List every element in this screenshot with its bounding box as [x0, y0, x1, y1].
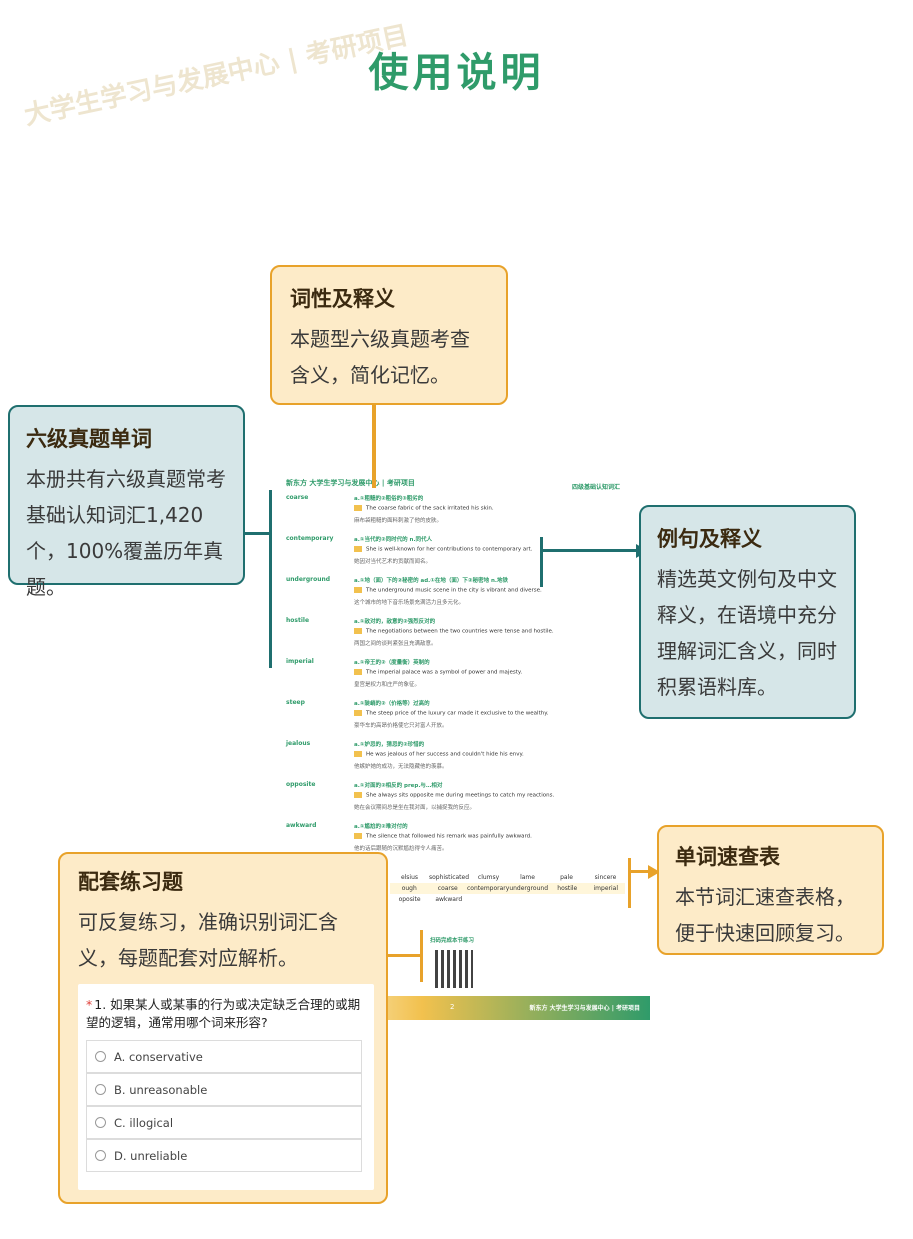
entry-translation: 麻布袋粗糙的面料刺激了他的皮肤。 — [354, 518, 443, 524]
entry-word: hostile — [286, 617, 310, 624]
callout-table: 单词速查表 本节词汇速查表格，便于快速回顾复习。 — [657, 825, 884, 955]
callout-heading: 六级真题单词 — [26, 427, 152, 451]
doc-header-right: 四级基础认知词汇 — [571, 484, 620, 491]
entry-translation: 这个城市的地下音乐场景充满活力且多元化。 — [354, 600, 465, 606]
quiz-option[interactable]: C. illogical — [86, 1106, 362, 1139]
radio-icon[interactable] — [95, 1084, 106, 1095]
entry-example: The coarse fabric of the sack irritated … — [354, 505, 494, 512]
callout-pos: 词性及释义 本题型六级真题考查含义，简化记忆。 — [270, 265, 508, 405]
entry-word: imperial — [286, 658, 314, 665]
example-tag-icon — [354, 546, 362, 552]
example-tag-icon — [354, 669, 362, 675]
bracket-table — [628, 858, 631, 908]
connector-pos — [372, 400, 376, 488]
entry-word: contemporary — [286, 535, 334, 542]
quiz-option[interactable]: B. unreasonable — [86, 1073, 362, 1106]
callout-words: 六级真题单词 本册共有六级真题常考基础认知词汇1,420个，100%覆盖历年真题… — [8, 405, 245, 599]
example-tag-icon — [354, 710, 362, 716]
entry-meaning: a.①妒忌的，猜忌的②珍惜的 — [354, 742, 425, 748]
entry-example: The silence that followed his remark was… — [354, 833, 532, 840]
qr-label: 扫码完成本节练习 — [430, 938, 475, 944]
page-number: 2 — [450, 1003, 455, 1011]
entry-word: coarse — [286, 494, 309, 501]
callout-text: 本题型六级真题考查含义，简化记忆。 — [290, 327, 470, 387]
entry-meaning: a.①粗糙的②粗俗的③粗劣的 — [354, 496, 424, 502]
entry-meaning: a.①陡峭的②（价格等）过高的 — [354, 701, 430, 707]
callout-heading: 配套练习题 — [78, 870, 183, 894]
callout-text: 可反复练习，准确识别词汇含义，每题配套对应解析。 — [78, 910, 338, 970]
quiz-option[interactable]: D. unreliable — [86, 1139, 362, 1172]
quiz-card: *1. 如果某人或某事的行为或决定缺乏合理的或期望的逻辑，通常用哪个词来形容? … — [78, 984, 374, 1190]
entry-meaning: a.①对面的②相反的 prep.与…相对 — [354, 783, 443, 789]
entry-translation: 他嫉妒她的成功，无法隐藏他的羡慕。 — [354, 764, 448, 770]
example-tag-icon — [354, 628, 362, 634]
callout-text: 本册共有六级真题常考基础认知词汇1,420个，100%覆盖历年真题。 — [26, 467, 226, 599]
callout-examples: 例句及释义 精选英文例句及中文释义，在语境中充分理解词汇含义，同时积累语料库。 — [639, 505, 856, 719]
entry-translation: 她在会议期间总是坐在我对面，以捕捉我的反应。 — [354, 805, 476, 811]
entry-example: She always sits opposite me during meeti… — [354, 792, 554, 799]
callout-heading: 例句及释义 — [657, 527, 762, 551]
entry-translation: 皇宫是权力和庄严的象征。 — [354, 682, 421, 688]
callout-heading: 单词速查表 — [675, 845, 780, 869]
connector-table — [628, 870, 656, 873]
footer-brand: 新东方 大学生学习与发展中心 | 考研项目 — [529, 1005, 640, 1012]
entry-word: awkward — [286, 822, 317, 829]
entry-example: The imperial palace was a symbol of powe… — [354, 669, 522, 676]
callout-text: 本节词汇速查表格，便于快速回顾复习。 — [675, 885, 855, 945]
callout-practice: 配套练习题 可反复练习，准确识别词汇含义，每题配套对应解析。 *1. 如果某人或… — [58, 852, 388, 1204]
entry-example: She is well-known for her contributions … — [354, 546, 532, 553]
example-tag-icon — [354, 505, 362, 511]
example-tag-icon — [354, 751, 362, 757]
entry-word: jealous — [286, 740, 311, 747]
radio-icon[interactable] — [95, 1051, 106, 1062]
entry-translation: 豪华车的高昂价格使它只对富人开放。 — [354, 723, 448, 729]
entry-meaning: a.①地（面）下的②秘密的 ad.①在地（面）下②秘密地 n.地铁 — [354, 578, 509, 584]
entry-meaning: a.①尴尬的②难对付的 — [354, 824, 408, 830]
entry-word: steep — [286, 699, 305, 706]
callout-text: 精选英文例句及中文释义，在语境中充分理解词汇含义，同时积累语料库。 — [657, 567, 837, 699]
page-title: 使用说明 — [368, 50, 545, 96]
doc-brand: 新东方 大学生学习与发展中心 | 考研项目 — [286, 479, 415, 487]
connector-examples — [540, 549, 640, 552]
entry-translation: 她因对当代艺术的贡献而闻名。 — [354, 559, 432, 565]
entry-example: The negotiations between the two countri… — [354, 628, 554, 635]
quiz-question: *1. 如果某人或某事的行为或决定缺乏合理的或期望的逻辑，通常用哪个词来形容? — [86, 997, 361, 1030]
entry-meaning: a.①帝王的②（度量衡）英制的 — [354, 660, 430, 666]
entry-example: He was jealous of her success and couldn… — [354, 751, 524, 758]
entry-meaning: a.①当代的②同时代的 n.同代人 — [354, 537, 433, 543]
entry-meaning: a.①敌对的，敌意的②强烈反对的 — [354, 619, 436, 625]
required-icon: * — [86, 997, 93, 1012]
entry-translation: 两国之间的谈判紧张且充满敌意。 — [354, 641, 437, 647]
qr-code-icon[interactable] — [435, 950, 473, 988]
entry-example: The underground music scene in the city … — [354, 587, 542, 594]
entry-word: opposite — [286, 781, 316, 788]
entry-example: The steep price of the luxury car made i… — [354, 710, 548, 717]
entry-translation: 他的话后跟随的沉默尴尬得令人痛苦。 — [354, 846, 448, 852]
callout-heading: 词性及释义 — [290, 287, 395, 311]
connector-words — [232, 532, 270, 535]
example-tag-icon — [354, 792, 362, 798]
example-tag-icon — [354, 587, 362, 593]
example-tag-icon — [354, 833, 362, 839]
radio-icon[interactable] — [95, 1117, 106, 1128]
bracket-examples — [540, 537, 543, 587]
radio-icon[interactable] — [95, 1150, 106, 1161]
entry-word: underground — [286, 576, 331, 583]
quiz-option[interactable]: A. conservative — [86, 1040, 362, 1073]
bracket-words — [269, 490, 272, 668]
